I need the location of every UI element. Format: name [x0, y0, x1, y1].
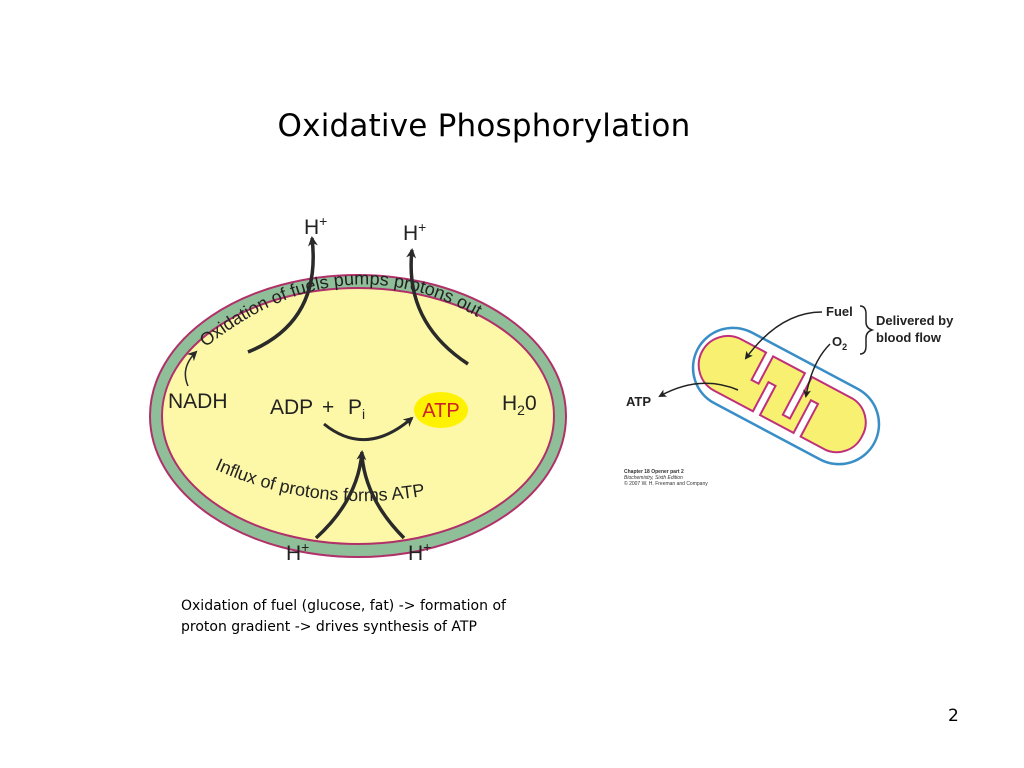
slide-caption: Oxidation of fuel (glucose, fat) -> form…	[181, 596, 601, 638]
figure-credit-line2: Biochemistry, Sixth Edition	[624, 475, 683, 481]
caption-line-2: proton gradient -> drives synthesis of A…	[181, 619, 477, 635]
plus-sign: +	[322, 396, 334, 419]
delivered-label-line1: Delivered by	[876, 313, 954, 328]
caption-line-1: Oxidation of fuel (glucose, fat) -> form…	[181, 598, 506, 614]
slide-title-text: Oxidative Phosphorylation	[277, 108, 691, 144]
atp-highlight	[414, 392, 468, 428]
slide-title: Oxidative Phosphorylation	[0, 108, 1024, 144]
nadh-label: NADH	[168, 390, 228, 413]
proton-bottom-left: H+	[286, 539, 309, 565]
o2-label: O2	[832, 334, 847, 352]
pi-label: Pi	[348, 396, 365, 422]
figure-credit-line3: © 2007 W. H. Freeman and Company	[624, 480, 708, 487]
proton-in-arrow-left	[314, 450, 367, 540]
water-label: H20	[502, 392, 537, 418]
fuel-label: Fuel	[826, 304, 853, 319]
proton-top-right: H+	[403, 219, 426, 245]
proton-out-arrow-left	[247, 236, 318, 354]
slide-number: 2	[948, 706, 959, 726]
adp-label: ADP	[270, 396, 313, 419]
delivered-label-line2: blood flow	[876, 330, 942, 345]
mito-inner-membrane	[697, 335, 867, 454]
cell-matrix	[161, 287, 555, 545]
atp-out-arrow	[658, 382, 739, 397]
fuel-arrow	[744, 311, 823, 360]
nadh-arrow	[184, 350, 198, 387]
proton-in-stem-right	[360, 455, 406, 540]
delivery-brace	[859, 305, 875, 355]
atp-label: ATP	[422, 400, 459, 422]
figure-credit-line1: Chapter 18 Opener part 2	[624, 469, 684, 475]
proton-top-left: H+	[304, 213, 327, 239]
atp-synthesis-arrow	[323, 416, 414, 442]
mito-atp-label: ATP	[626, 394, 651, 409]
proton-bottom-right: H+	[408, 539, 431, 565]
proton-out-arrow-right	[406, 248, 469, 366]
o2-arrow	[803, 343, 831, 398]
